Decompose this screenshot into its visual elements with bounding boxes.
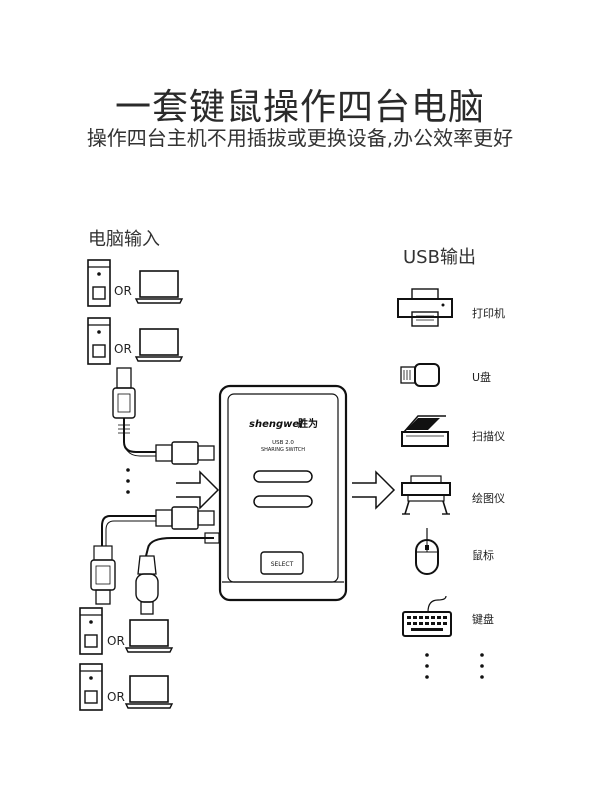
laptop-icon [135, 328, 183, 362]
scanner-icon [401, 415, 449, 447]
output-section-label: USB输出 [403, 247, 476, 268]
device-label-scanner: 扫描仪 [472, 430, 505, 443]
computer-tower-icon [79, 663, 103, 711]
plotter-icon [401, 475, 451, 515]
select-button-label: SELECT [271, 561, 294, 568]
usb-cable-icon [90, 506, 220, 615]
switch-brand-cn: 胜为 [297, 417, 318, 430]
or-label-1: OR [114, 284, 132, 298]
or-label-2: OR [114, 342, 132, 356]
device-label-mouse: 鼠标 [472, 549, 494, 562]
page-subtitle: 操作四台主机不用插拔或更换设备,办公效率更好 [86, 126, 514, 150]
or-label-4: OR [107, 690, 125, 704]
laptop-icon [125, 619, 173, 653]
or-label-3: OR [107, 634, 125, 648]
computer-tower-icon [79, 607, 103, 655]
computer-tower-icon [87, 317, 111, 365]
device-label-printer: 打印机 [472, 307, 505, 320]
device-label-usb-drive: U盘 [472, 371, 492, 384]
computer-tower-icon [87, 259, 111, 307]
page-title: 一套键鼠操作四台电脑 [114, 87, 485, 128]
mouse-icon [415, 528, 439, 575]
usb-sharing-switch [218, 384, 348, 602]
arrow-right-icon [176, 470, 220, 510]
switch-model-line1: USB 2.0 [272, 440, 294, 446]
usb-drive-icon [400, 363, 440, 387]
input-section-label: 电脑输入 [88, 229, 160, 250]
device-label-plotter: 绘图仪 [472, 492, 505, 505]
usb-cable-icon [112, 367, 215, 465]
switch-model-line2: SHARING SWITCH [261, 447, 305, 453]
arrow-right-icon [352, 470, 396, 510]
laptop-icon [125, 675, 173, 709]
switch-brand: shengwei [249, 419, 303, 430]
device-label-keyboard: 键盘 [472, 613, 494, 626]
laptop-icon [135, 270, 183, 304]
keyboard-icon [402, 595, 452, 637]
printer-icon [397, 288, 453, 327]
